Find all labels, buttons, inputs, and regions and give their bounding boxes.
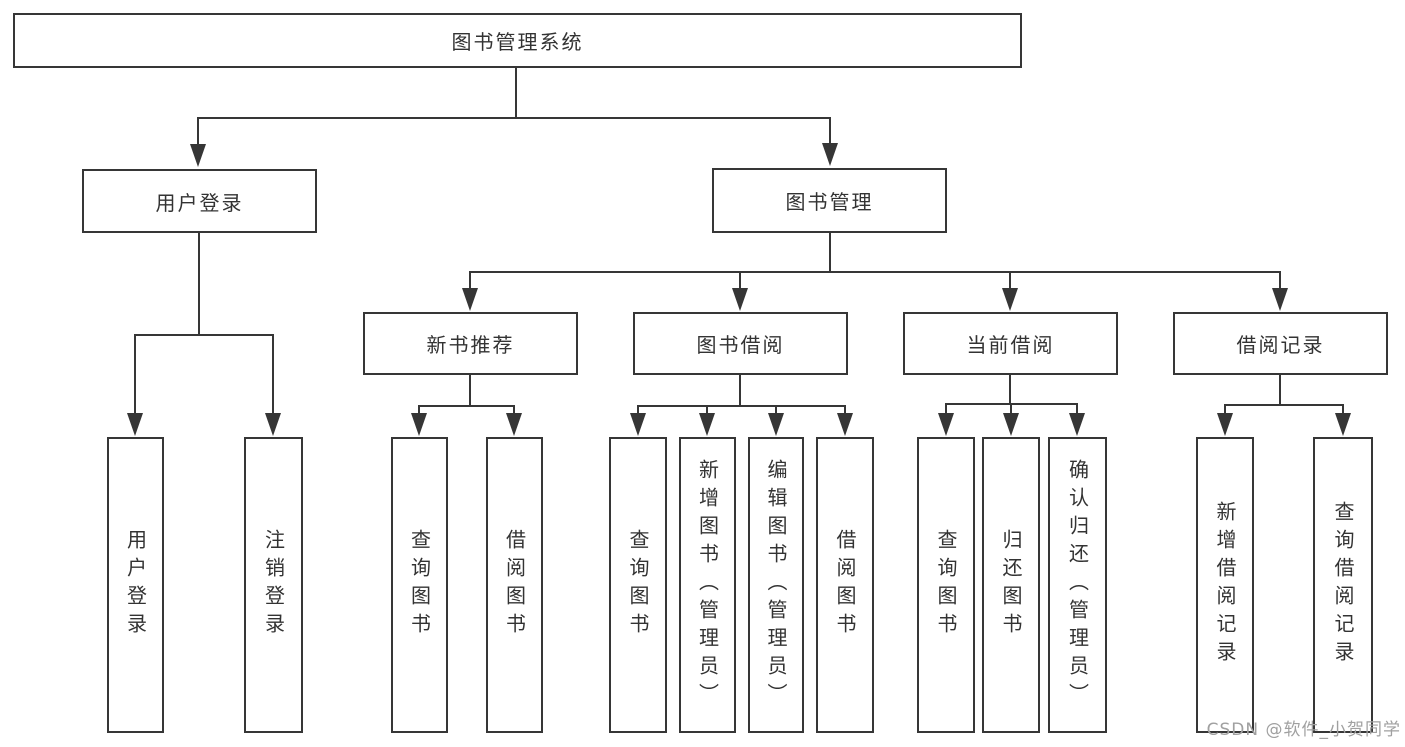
leaf-label: 查询图书 [626, 529, 650, 641]
leaf-borrow-query-books: 查询图书 [609, 437, 667, 733]
connector-line [1279, 271, 1281, 296]
arrowhead-down-icon [190, 144, 206, 167]
node-book-management: 图书管理 [712, 168, 947, 233]
connector-line [829, 233, 831, 273]
connector-line [739, 271, 741, 296]
leaf-label: 借阅图书 [502, 529, 527, 641]
connector-line [1279, 375, 1281, 406]
leaf-label: 查询借阅记录 [1331, 501, 1355, 669]
leaf-label: 编辑图书（管理员） [764, 459, 788, 711]
arrowhead-down-icon [127, 413, 143, 436]
arrowhead-down-icon [1335, 413, 1351, 436]
node-label: 新书推荐 [426, 333, 515, 357]
leaf-label: 查询图书 [407, 529, 432, 641]
arrowhead-down-icon [822, 143, 838, 166]
leaf-label: 查询图书 [934, 529, 958, 641]
leaf-logout: 注销登录 [244, 437, 303, 733]
leaf-label: 注销登录 [261, 529, 286, 641]
leaf-recommend-borrow-books: 借阅图书 [486, 437, 543, 733]
connector-line [197, 117, 199, 153]
node-label: 图书管理 [785, 190, 874, 214]
leaf-current-confirm-return-admin: 确认归还（管理员） [1048, 437, 1107, 733]
arrowhead-down-icon [1272, 288, 1288, 311]
arrowhead-down-icon [506, 413, 522, 436]
connector-line [469, 271, 471, 296]
connector-line [637, 405, 846, 407]
node-user-login: 用户登录 [82, 169, 317, 233]
connector-line [513, 405, 515, 420]
connector-line [197, 117, 831, 119]
connector-line [515, 68, 517, 118]
connector-line [1076, 403, 1078, 420]
leaf-borrow-edit-books-admin: 编辑图书（管理员） [748, 437, 804, 733]
csdn-watermark: CSDN @软件_小贺同学 [1206, 720, 1401, 740]
leaf-label: 确认归还（管理员） [1065, 459, 1090, 711]
leaf-label: 用户登录 [123, 529, 148, 641]
connector-line [1010, 403, 1012, 420]
node-root-library-management-system: 图书管理系统 [13, 13, 1022, 68]
node-label: 图书管理系统 [451, 30, 584, 54]
connector-line [1009, 375, 1011, 405]
connector-line [469, 375, 471, 407]
arrowhead-down-icon [1003, 413, 1019, 436]
node-book-borrowing: 图书借阅 [633, 312, 848, 375]
node-borrowing-records: 借阅记录 [1173, 312, 1388, 375]
leaf-label: 新增图书（管理员） [695, 459, 720, 711]
node-new-book-recommend: 新书推荐 [363, 312, 578, 375]
node-current-borrowing: 当前借阅 [903, 312, 1118, 375]
connector-line [775, 405, 777, 420]
leaf-record-add-borrow-record: 新增借阅记录 [1196, 437, 1254, 733]
connector-line [1224, 404, 1344, 406]
connector-line [829, 117, 831, 153]
arrowhead-down-icon [837, 413, 853, 436]
leaf-borrow-add-books-admin: 新增图书（管理员） [679, 437, 736, 733]
connector-line [134, 334, 274, 336]
connector-line [134, 334, 136, 419]
arrowhead-down-icon [1002, 288, 1018, 311]
connector-line [945, 403, 947, 420]
arrowhead-down-icon [411, 413, 427, 436]
node-label: 用户登录 [155, 190, 244, 215]
leaf-label: 新增借阅记录 [1213, 501, 1237, 669]
connector-line [469, 271, 1281, 273]
connector-line [1009, 271, 1011, 296]
node-label: 图书借阅 [696, 333, 785, 357]
node-label: 借阅记录 [1236, 333, 1325, 357]
arrowhead-down-icon [462, 288, 478, 311]
connector-line [198, 233, 200, 336]
connector-line [1342, 404, 1344, 420]
connector-line [1224, 404, 1226, 420]
connector-line [706, 405, 708, 420]
leaf-current-return-books: 归还图书 [982, 437, 1040, 733]
leaf-user-login: 用户登录 [107, 437, 164, 733]
node-label: 当前借阅 [966, 333, 1055, 357]
leaf-borrow-borrow-books: 借阅图书 [816, 437, 874, 733]
leaf-recommend-query-books: 查询图书 [391, 437, 448, 733]
connector-line [272, 334, 274, 419]
connector-line [637, 405, 639, 420]
leaf-record-query-borrow-record: 查询借阅记录 [1313, 437, 1373, 733]
arrowhead-down-icon [938, 413, 954, 436]
leaf-label: 归还图书 [999, 529, 1023, 641]
connector-line [739, 375, 741, 407]
arrowhead-down-icon [1069, 413, 1085, 436]
arrowhead-down-icon [699, 413, 715, 436]
arrowhead-down-icon [768, 413, 784, 436]
arrowhead-down-icon [732, 288, 748, 311]
leaf-current-query-books: 查询图书 [917, 437, 975, 733]
arrowhead-down-icon [630, 413, 646, 436]
connector-line [418, 405, 515, 407]
connector-line [418, 405, 420, 420]
connector-line [844, 405, 846, 420]
arrowhead-down-icon [265, 413, 281, 436]
arrowhead-down-icon [1217, 413, 1233, 436]
leaf-label: 借阅图书 [833, 529, 857, 641]
